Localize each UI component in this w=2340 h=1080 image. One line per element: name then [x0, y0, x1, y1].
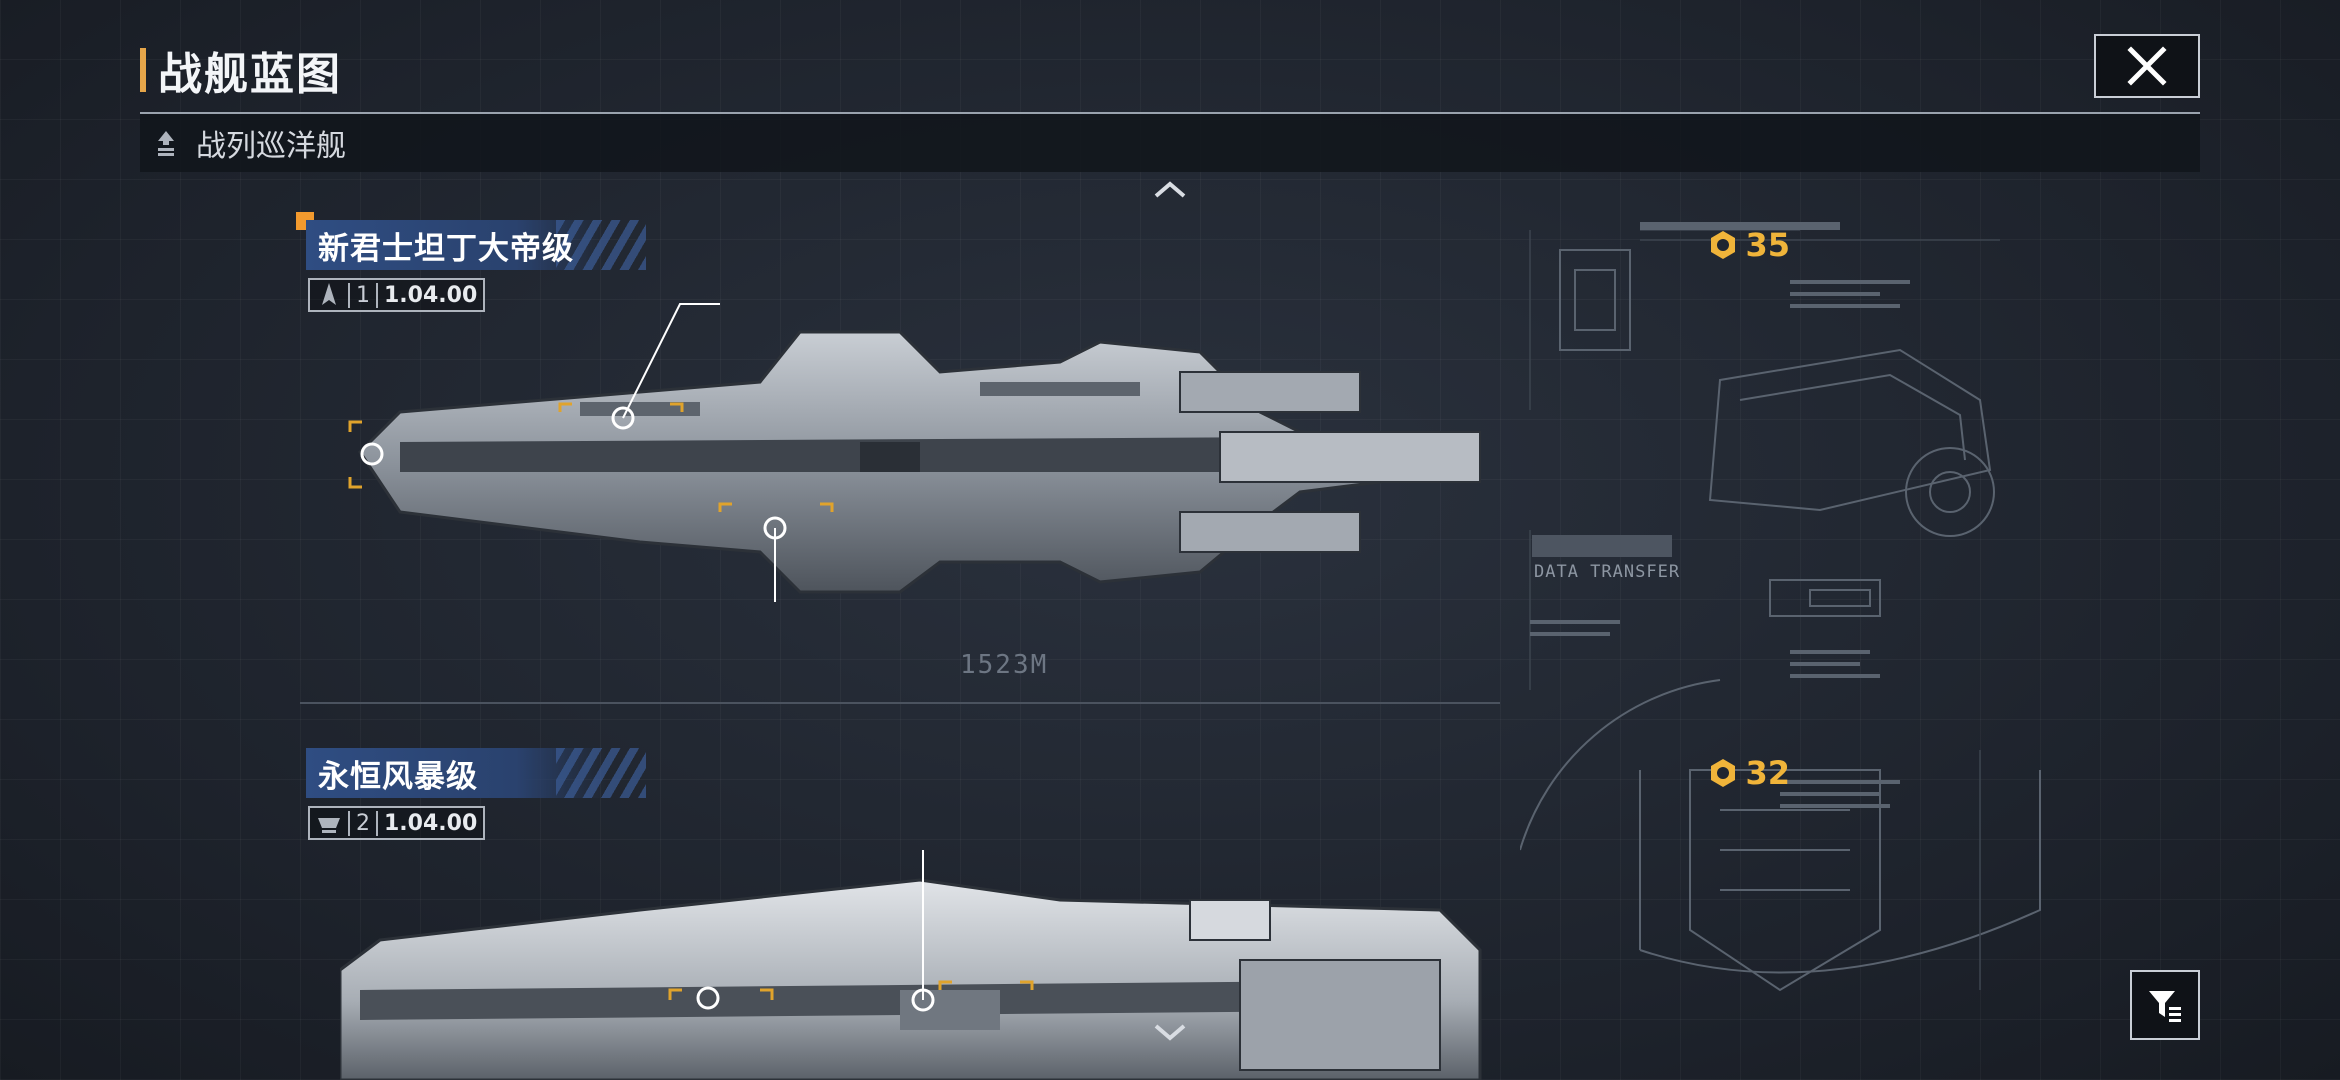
length-scale-line [300, 702, 1500, 704]
page-title: 战舰蓝图 [158, 49, 342, 100]
category-selector[interactable]: 战列巡洋舰 [140, 114, 2200, 172]
ship-blueprint-image[interactable] [340, 840, 1520, 1080]
ship-version: 1.04.00 [384, 810, 478, 836]
ship-count: 1 [348, 282, 378, 308]
ship-count: 2 [348, 810, 378, 836]
command-point-icon [1711, 231, 1736, 259]
ship-name-tag: 永恒风暴级 [306, 748, 646, 798]
filter-button[interactable] [2130, 970, 2200, 1040]
cost-value: 32 [1745, 754, 1790, 792]
command-point-icon [1711, 759, 1736, 787]
battlecruiser-rank-icon [158, 131, 174, 156]
ship-stat-box: 1 1.04.00 [308, 278, 486, 312]
ship-stat-box: 2 1.04.00 [308, 806, 486, 840]
ship-name: 新君士坦丁大帝级 [318, 230, 574, 267]
chevron-down-icon[interactable] [1150, 1018, 1190, 1046]
title-accent-bar [140, 48, 146, 92]
page-header: 战舰蓝图 [140, 38, 342, 102]
ship-class-icon [322, 283, 336, 305]
cost-badge: 32 [1707, 754, 1790, 792]
ship-version: 1.04.00 [384, 282, 478, 308]
filter-sort-icon [2149, 991, 2181, 1022]
ship-name-tag: 新君士坦丁大帝级 [306, 220, 646, 270]
ship-blueprint-image[interactable] [340, 272, 1500, 642]
chevron-up-icon[interactable] [1150, 176, 1190, 204]
ship-length-label: 1523M [960, 650, 1049, 680]
ship-class-icon [318, 818, 340, 833]
ship-card[interactable]: 新君士坦丁大帝级 1 1.04.00 35 [296, 212, 2000, 722]
cost-value: 35 [1745, 226, 1790, 264]
header-divider [140, 112, 2200, 114]
data-transfer-label: DATA TRANSFER [1534, 562, 1681, 582]
close-button[interactable] [2094, 34, 2200, 98]
ship-card[interactable]: 永恒风暴级 2 1.04.00 32 [300, 740, 2000, 1080]
blueprint-schematic [1520, 222, 2041, 992]
cost-badge: 35 [1707, 226, 1790, 264]
close-icon [2127, 46, 2167, 86]
ship-name: 永恒风暴级 [318, 758, 478, 795]
category-label: 战列巡洋舰 [196, 129, 346, 164]
